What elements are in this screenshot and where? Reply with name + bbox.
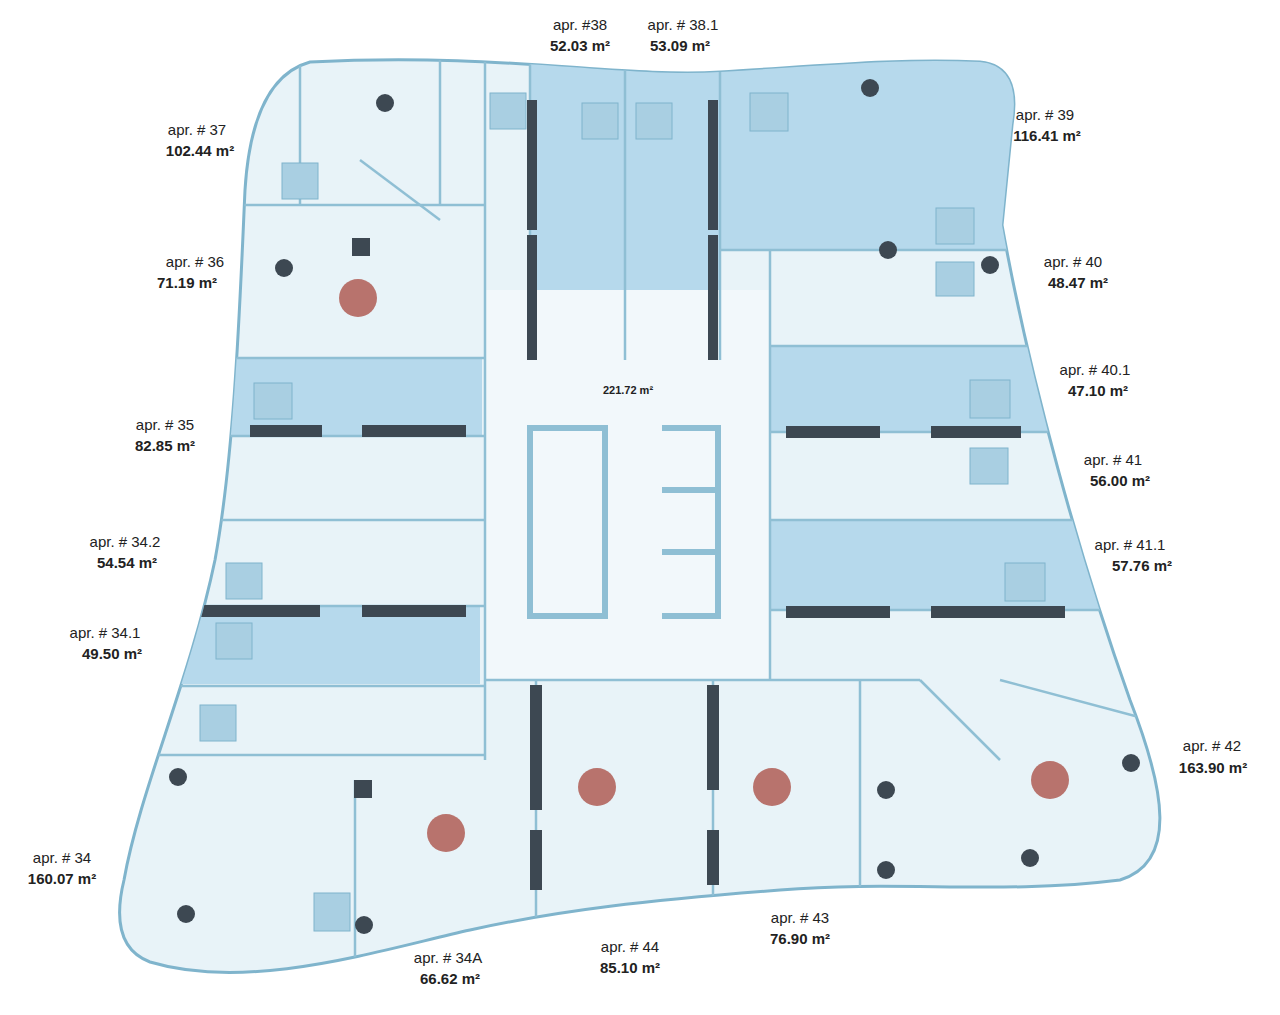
area-label: 102.44 m² bbox=[166, 143, 234, 160]
apartment-label: apr. # 36 bbox=[166, 254, 224, 271]
building bbox=[100, 60, 1160, 973]
area-label: 71.19 m² bbox=[157, 275, 217, 292]
area-label: 221.72 m² bbox=[603, 384, 653, 396]
apartment-label: apr. # 34.1 bbox=[70, 625, 141, 642]
area-label: 82.85 m² bbox=[135, 438, 195, 455]
area-label: 163.90 m² bbox=[1179, 760, 1247, 777]
area-label: 52.03 m² bbox=[550, 38, 610, 55]
area-label: 48.47 m² bbox=[1048, 275, 1108, 292]
area-label: 57.76 m² bbox=[1112, 558, 1172, 575]
area-label: 47.10 m² bbox=[1068, 383, 1128, 400]
area-label: 85.10 m² bbox=[600, 960, 660, 977]
area-label: 54.54 m² bbox=[97, 555, 157, 572]
area-label: 56.00 m² bbox=[1090, 473, 1150, 490]
apartment-label: apr. #38 bbox=[553, 17, 607, 34]
apartment-label: apr. # 39 bbox=[1016, 107, 1074, 124]
area-label: 160.07 m² bbox=[28, 871, 96, 888]
area-label: 76.90 m² bbox=[770, 931, 830, 948]
area-label: 49.50 m² bbox=[82, 646, 142, 663]
apartment-label: apr. # 34.2 bbox=[90, 534, 161, 551]
apartment-label: apr. # 40 bbox=[1044, 254, 1102, 271]
apartment-label: apr. # 40.1 bbox=[1060, 362, 1131, 379]
apartment-label: apr. # 35 bbox=[136, 417, 194, 434]
apartment-label: apr. # 34A bbox=[414, 950, 482, 967]
apartment-label: apr. # 44 bbox=[601, 939, 659, 956]
apartment-label: apr. # 42 bbox=[1183, 738, 1241, 755]
apartment-label: apr. # 41.1 bbox=[1095, 537, 1166, 554]
apartment-label: apr. # 34 bbox=[33, 850, 91, 867]
apartment-label: apr. # 41 bbox=[1084, 452, 1142, 469]
apartment-label: apr. # 38.1 bbox=[648, 17, 719, 34]
area-label: 116.41 m² bbox=[1013, 128, 1081, 145]
area-label: 66.62 m² bbox=[420, 971, 480, 988]
apartment-label: apr. # 37 bbox=[168, 122, 226, 139]
area-label: 53.09 m² bbox=[650, 38, 710, 55]
apartment-label: apr. # 43 bbox=[771, 910, 829, 927]
